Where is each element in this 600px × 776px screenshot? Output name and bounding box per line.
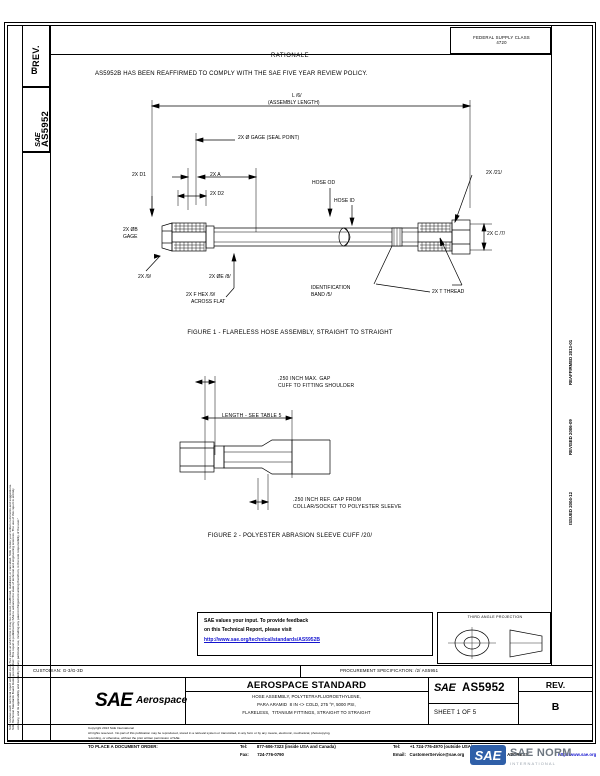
projection-label: THIRD ANGLE PROJECTION <box>467 615 523 619</box>
figure1-caption: FIGURE 1 - FLARELESS HOSE ASSEMBLY, STRA… <box>187 330 393 336</box>
titleblock-doc-number: AS5952 <box>462 682 505 694</box>
footer-fax: Fax: 724-776-0790 <box>240 752 284 757</box>
titleblock-div-brand <box>185 677 186 724</box>
callout-assembly-length-2: (ASSEMBLY LENGTH) <box>268 100 320 106</box>
procurement-text: PROCUREMENT SPECIFICATION: /2/ AS5951 <box>340 668 439 673</box>
callout-a: 2X A <box>210 172 221 178</box>
titleblock-rule-mid <box>7 677 593 679</box>
rev-letter-value: B <box>31 66 38 76</box>
titleblock-rule-title-under <box>185 691 428 692</box>
description-line-1: HOSE ASSEMBLY, POLYTETRAFLUOROETHYLENE, <box>252 694 361 699</box>
titleblock-rule-sheet <box>428 703 518 704</box>
callout-e: 2X ØE /8/ <box>209 274 231 280</box>
callout-t-thread: 2X T THREAD <box>432 289 465 295</box>
callout-f-hex-1: 2X F HEX /9/ <box>186 292 216 298</box>
callout-hose-id: HOSE ID <box>334 198 355 204</box>
rev-col-divider-2 <box>22 152 50 153</box>
callout-gap-bottom-1: .250 INCH REF. GAP FROM <box>293 497 362 503</box>
callout-note-21: 2X /21/ <box>486 170 502 176</box>
titleblock-doc-prefix: SAE <box>434 682 456 694</box>
callout-b-gage-1: 2X ØB <box>123 227 138 233</box>
footer-rights-1: All rights reserved. No part of this pub… <box>88 731 331 735</box>
outer-border <box>4 22 596 744</box>
footer-tel-usa: Tel: 877-606-7323 (inside USA and Canada… <box>240 744 336 749</box>
callout-assembly-length-1: L /6/ <box>292 93 302 99</box>
callout-d2: 2X D2 <box>210 191 224 197</box>
figure2-drawing <box>179 376 331 510</box>
watermark-text: SAE NORM <box>510 747 572 759</box>
custodian-text: CUSTODIAN: G-3/G-3D <box>33 668 84 673</box>
sae-logo-text: SAE <box>95 690 133 711</box>
description-line-2: PARA ARAMID 8 IN <> COLD, 275 °F, 5000 P… <box>257 702 356 707</box>
watermark-subtext: INTERNATIONAL <box>510 761 557 766</box>
description-line-3: FLARELESS, TITANIUM FITTINGS, STRAIGHT T… <box>242 710 371 715</box>
titleblock-rev-letter: B <box>551 701 560 713</box>
callout-id-band-1: IDENTIFICATION <box>311 285 351 291</box>
callout-length-table: LENGTH - SEE TABLE 5 <box>222 413 282 419</box>
rev-col-left-rule <box>22 25 23 741</box>
footer-order-label: TO PLACE A DOCUMENT ORDER: <box>88 744 158 749</box>
fsc-underline <box>50 54 551 55</box>
feedback-line-1: SAE values your input. To provide feedba… <box>204 618 309 624</box>
callout-gap-bottom-2: COLLAR/SOCKET TO POLYESTER SLEEVE <box>293 504 402 510</box>
callout-f-hex-2: ACROSS FLAT <box>191 299 226 305</box>
revision-col-rule <box>551 25 552 665</box>
titleblock-rule-bottom <box>7 724 593 725</box>
titleblock-rev-label: REV. <box>545 680 566 690</box>
titleblock-div-docnum <box>428 677 429 724</box>
rev-col-right-rule <box>50 25 51 741</box>
aerospace-logo-text: Aerospace <box>136 695 188 706</box>
sae-watermark: SAE SAE NORM INTERNATIONAL <box>470 745 588 771</box>
inner-border <box>7 25 593 741</box>
figure1-drawing <box>145 100 492 298</box>
fsc-text: FEDERAL SUPPLY CLASS 4720 <box>473 35 530 45</box>
footer-tel-intl: Tel: +1 724-776-4970 (outside USA) <box>393 744 473 749</box>
callout-c: 2X C /7/ <box>487 231 506 237</box>
federal-supply-class-box: FEDERAL SUPPLY CLASS 4720 <box>450 27 551 54</box>
titleblock-rule-rev <box>518 691 593 692</box>
callout-gage-seal-point: 2X Ø GAGE (SEAL POINT) <box>238 135 300 141</box>
callout-gap-top-1: .250 INCH MAX. GAP <box>278 376 331 382</box>
footer-web-url[interactable]: http://www.sae.org <box>558 752 597 757</box>
callout-b-gage-2: GAGE <box>123 234 138 240</box>
callout-id-band-2: BAND /5/ <box>311 292 332 298</box>
titleblock-div-custodian <box>300 665 301 677</box>
titleblock-rule-base <box>7 741 593 743</box>
feedback-line-2: on this Technical Report, please visit <box>204 627 292 633</box>
rationale-text: AS5952B HAS BEEN REAFFIRMED TO COMPLY WI… <box>95 71 368 77</box>
titleblock-div-rev <box>518 677 519 724</box>
callout-gap-top-2: CUFF TO FITTING SHOULDER <box>278 383 355 389</box>
callout-d1: 2X D1 <box>132 172 146 178</box>
rev-col-divider-1 <box>22 87 50 88</box>
figure2-caption: FIGURE 2 - POLYESTER ABRASION SLEEVE CUF… <box>207 533 373 539</box>
standard-title: AEROSPACE STANDARD <box>246 680 367 691</box>
callout-note-9: 2X /9/ <box>138 274 152 280</box>
footer-rights-2: recording, or otherwise, without the pri… <box>88 736 181 740</box>
svg-text:SAE: SAE <box>475 748 502 763</box>
third-angle-projection-box: THIRD ANGLE PROJECTION <box>437 612 551 664</box>
footer-copyright: Copyright 2013 SAE International <box>88 726 134 730</box>
feedback-box: SAE values your input. To provide feedba… <box>197 612 433 656</box>
sheet-number: SHEET 1 OF 5 <box>434 710 477 716</box>
feedback-link[interactable]: http://www.sae.org/technical/standards/A… <box>204 637 320 643</box>
footer-email: Email: CustomerService@sae.org <box>393 752 465 757</box>
callout-hose-od: HOSE OD <box>312 180 336 186</box>
rationale-heading: RATIONALE <box>270 53 310 59</box>
